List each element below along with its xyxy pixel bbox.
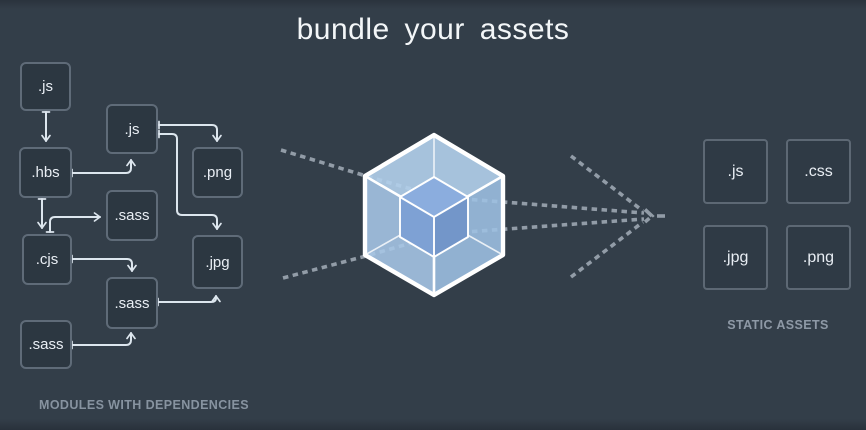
dotted-flow-lines [280, 148, 665, 280]
module-box-label: .jpg [205, 253, 230, 271]
asset-box-label: .jpg [722, 248, 749, 266]
module-box-label: .sass [114, 294, 150, 312]
assets-caption: STATIC ASSETS [727, 318, 829, 332]
module-box-label: .js [124, 120, 140, 138]
module-box-label: .sass [114, 207, 150, 224]
webpack-logo-cube-icon [362, 132, 506, 298]
module-box-js-top: .js [20, 62, 71, 111]
asset-box-label: .css [804, 162, 833, 180]
asset-box-png: .png [786, 225, 851, 290]
module-box-label: .js [38, 78, 53, 95]
asset-box-label: .js [727, 162, 744, 180]
module-box-hbs: .hbs [19, 147, 72, 198]
modules-caption: MODULES WITH DEPENDENCIES [39, 398, 250, 412]
asset-box-label: .png [802, 248, 835, 266]
module-box-label: .sass [28, 336, 64, 353]
module-box-label: .png [202, 164, 233, 181]
asset-box-jpg: .jpg [703, 225, 768, 290]
module-box-label: .hbs [31, 164, 60, 181]
module-box-label: .cjs [35, 251, 59, 268]
module-box-png: .png [192, 147, 243, 198]
module-box-js-mid: .js [106, 104, 158, 154]
module-box-cjs: .cjs [22, 234, 72, 285]
module-box-sass-top: .sass [106, 190, 158, 241]
module-box-jpg: .jpg [192, 235, 243, 289]
module-box-sass-mid: .sass [106, 277, 158, 329]
module-box-sass-bottom: .sass [20, 320, 72, 369]
asset-box-css: .css [786, 139, 851, 204]
asset-box-js: .js [703, 139, 768, 204]
webpack-inner-cube [399, 176, 469, 258]
page-title: bundle your assets [296, 13, 570, 46]
